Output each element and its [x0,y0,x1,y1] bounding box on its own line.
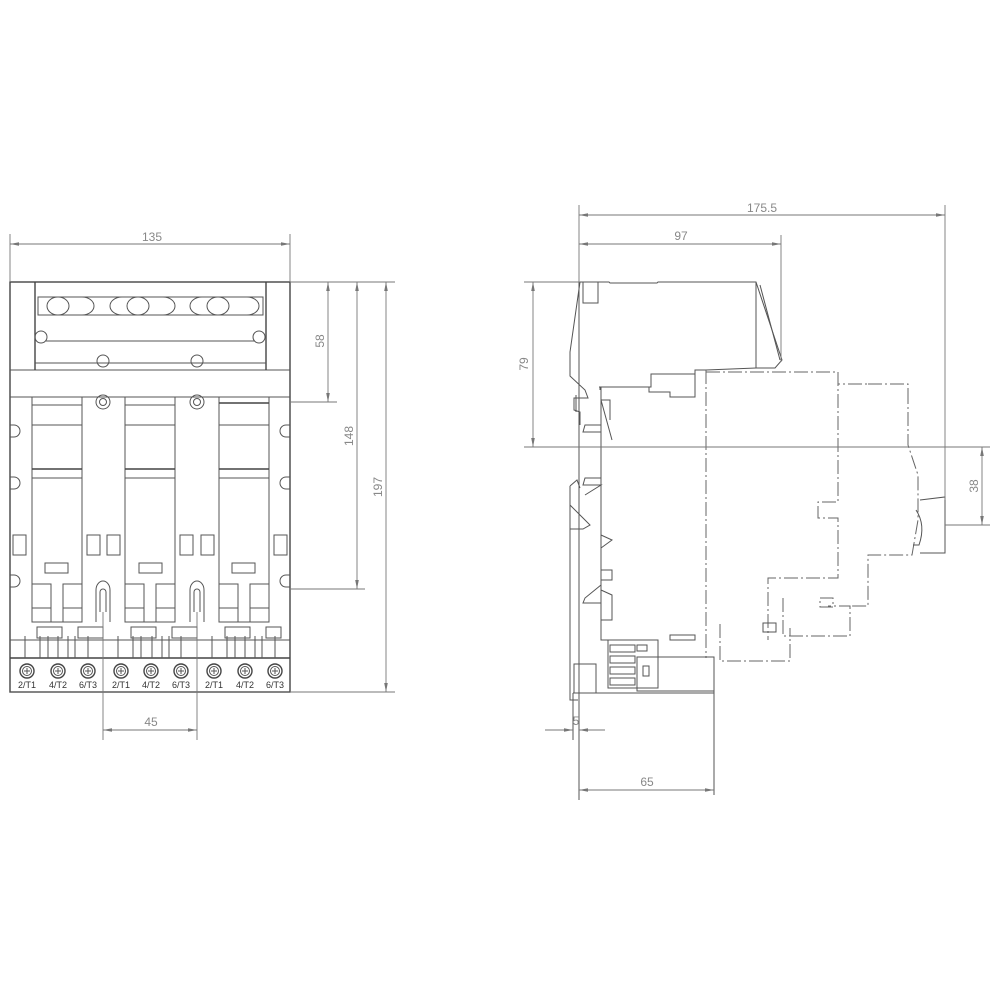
terminal-block [573,634,715,694]
dim-overall-width: 135 [142,230,162,244]
dim-top-section-height: 58 [313,334,327,348]
dim-overall-depth: 175.5 [747,201,777,215]
terminal-label: 4/T2 [49,680,67,690]
terminal-label: 2/T1 [205,680,223,690]
slot-ovals [46,296,260,316]
terminal-labels: 2/T1 4/T2 6/T3 2/T1 4/T2 6/T3 2/T1 4/T2 … [18,680,284,690]
dim-upper-height: 79 [517,357,531,371]
terminal-label: 6/T3 [266,680,284,690]
side-view: 175.5 97 79 38 5 65 [517,201,990,800]
dim-pole-pitch: 45 [144,715,158,729]
side-dimensions: 175.5 97 79 38 5 65 [517,201,990,792]
side-latches [10,424,290,588]
front-view: 2/T1 4/T2 6/T3 2/T1 4/T2 6/T3 2/T1 4/T2 … [9,230,395,740]
terminal-screws [19,663,283,679]
dim-knob-offset: 38 [967,479,981,493]
terminal-label: 6/T3 [172,680,190,690]
dim-mounting-height: 148 [342,426,356,446]
dim-base-depth: 65 [640,775,654,789]
terminal-label: 2/T1 [112,680,130,690]
dim-overall-height: 197 [371,477,385,497]
terminal-label: 2/T1 [18,680,36,690]
terminal-label: 4/T2 [236,680,254,690]
front-dimensions: 135 58 148 197 45 [9,230,395,740]
dim-rail-offset: 5 [573,714,580,728]
pole-modules [31,396,270,623]
hidden-outline [705,370,919,662]
rail-clip-teeth [569,424,613,621]
terminal-label: 6/T3 [79,680,97,690]
terminal-label: 4/T2 [142,680,160,690]
dim-upper-depth: 97 [674,229,688,243]
